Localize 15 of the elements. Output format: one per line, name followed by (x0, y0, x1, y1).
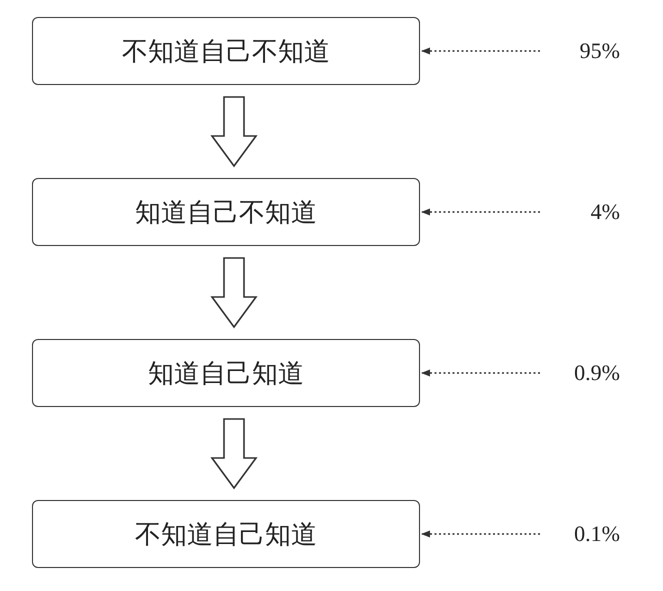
dotted-arrow (421, 369, 540, 377)
block-arrow (210, 257, 258, 328)
dotted-arrow (421, 47, 540, 55)
percentage-label: 4% (548, 195, 620, 229)
percentage-label: 0.1% (548, 517, 620, 551)
process-box: 不知道自己不知道 (32, 17, 420, 85)
block-arrow (210, 96, 258, 168)
process-box: 知道自己不知道 (32, 178, 420, 246)
process-box: 知道自己知道 (32, 339, 420, 407)
percentage-label: 0.9% (548, 356, 620, 390)
block-arrow (210, 418, 258, 490)
percentage-label: 95% (548, 34, 620, 68)
dotted-arrow (421, 530, 540, 538)
process-box: 不知道自己知道 (32, 500, 420, 568)
dotted-arrow (421, 208, 540, 216)
